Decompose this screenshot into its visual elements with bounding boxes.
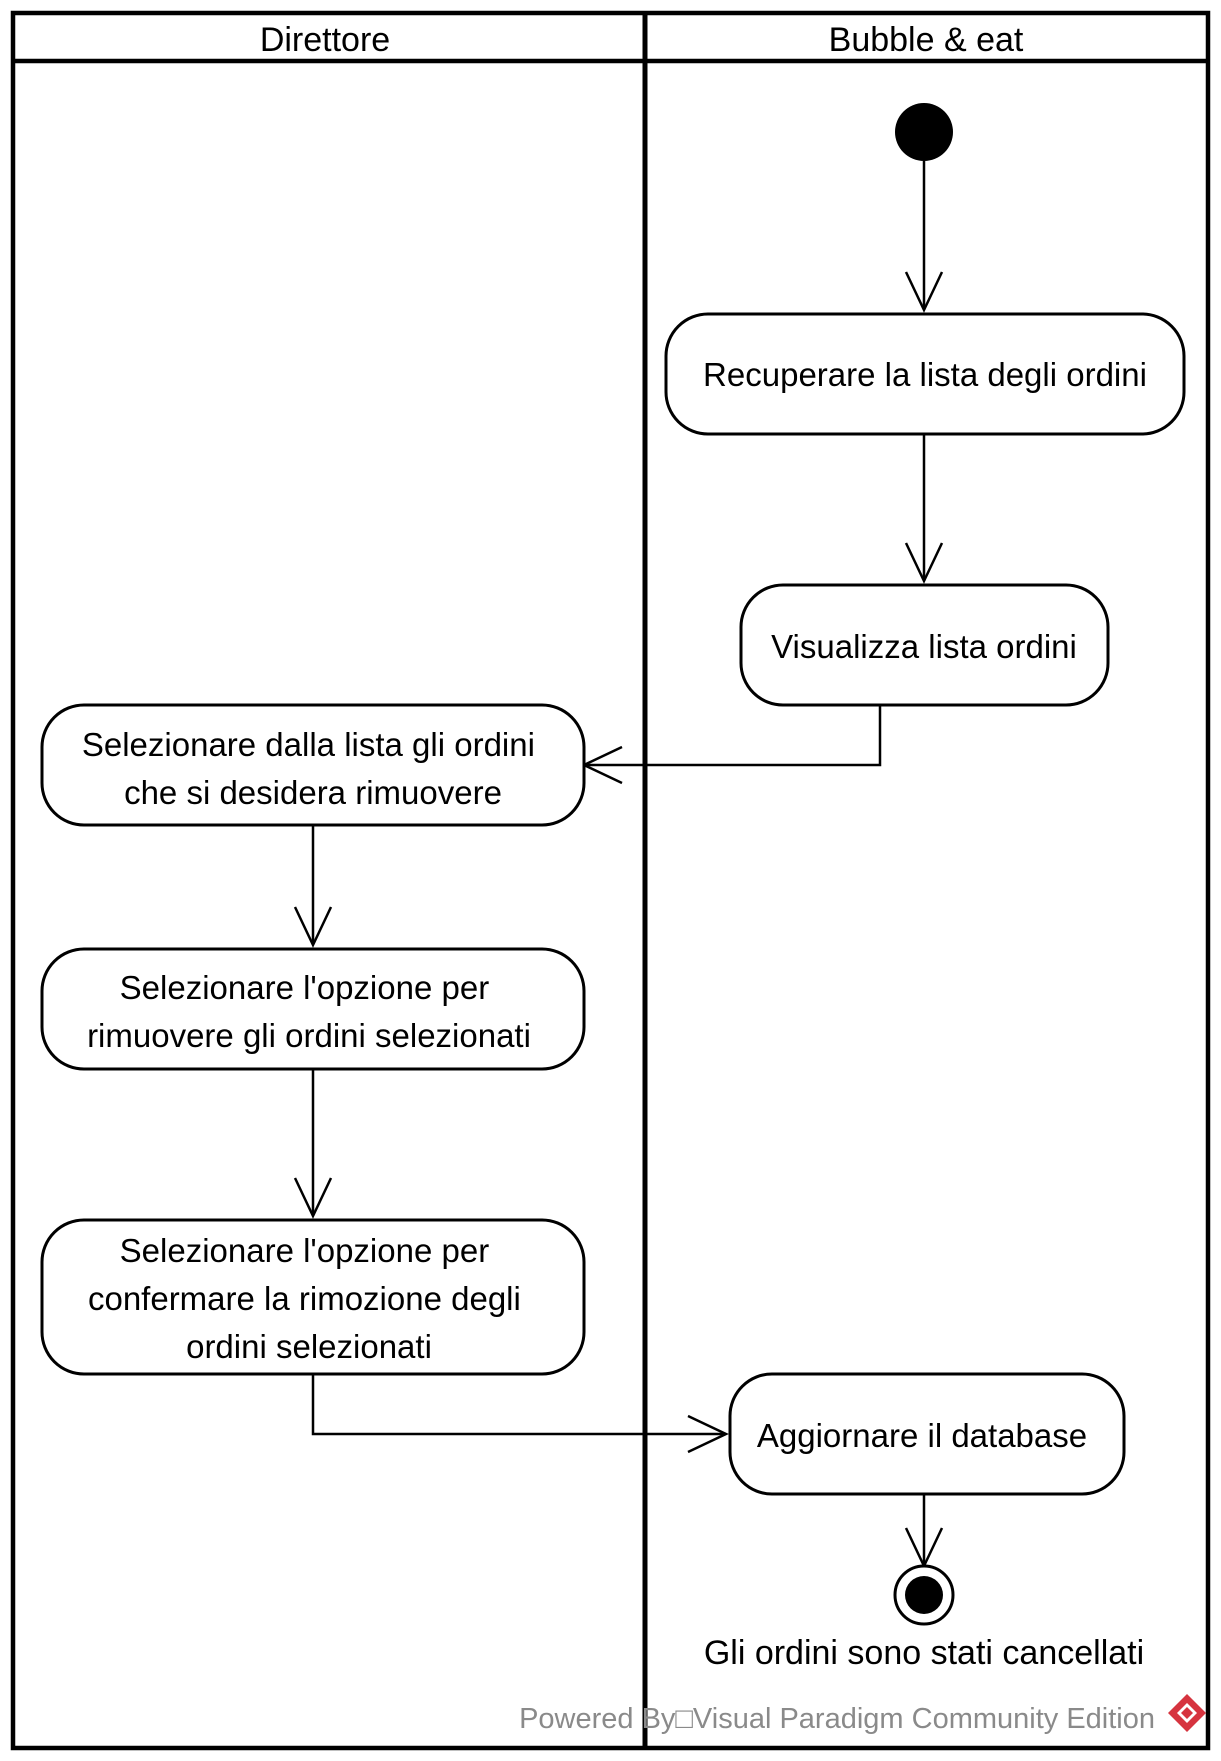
action-visualizza-lista: Visualizza lista ordini [739, 583, 1110, 707]
action-label-line-1: Selezionare dalla lista gli ordini [82, 726, 535, 763]
final-node-label: Gli ordini sono stati cancellati [704, 1634, 1144, 1672]
flow-opzione-confermare-to-aggiornare [311, 1374, 729, 1454]
svg-text:Selezionare dalla lista gli or: Selezionare dalla lista gli ordini che s… [82, 726, 544, 811]
action-label-line-1: Selezionare l'opzione per [120, 1232, 490, 1269]
action-label-line-2: che si desidera rimuovere [124, 774, 502, 811]
flow-aggiornare-to-final [904, 1494, 944, 1569]
swimlane-title-direttore: Direttore [260, 21, 390, 59]
action-selezionare-lista-ordini: Selezionare dalla lista gli ordini che s… [40, 703, 586, 827]
flow-visualizza-to-selezionare-lista [581, 705, 882, 785]
action-label-line-3: ordini selezionati [186, 1328, 432, 1365]
watermark-text: Powered By□Visual Paradigm Community Edi… [519, 1703, 1155, 1735]
svg-text:Selezionare l'opzione per: Selezionare l'opzione per confermare la … [88, 1232, 530, 1365]
action-label-line-2: rimuovere gli ordini selezionati [87, 1017, 531, 1054]
final-node [893, 1564, 955, 1626]
action-label-line-1: Selezionare l'opzione per [120, 969, 490, 1006]
flow-opzione-rimuovere-to-opzione-confermare [293, 1069, 333, 1219]
flow-selezionare-lista-to-opzione-rimuovere [293, 825, 333, 948]
swimlane-title-bubble-eat: Bubble & eat [829, 21, 1024, 59]
visual-paradigm-logo-icon [1168, 1694, 1206, 1732]
swimlane-frame [10, 10, 1211, 1751]
action-label: Recuperare la lista degli ordini [703, 356, 1147, 393]
flow-recuperare-to-visualizza [904, 434, 944, 584]
action-label: Visualizza lista ordini [771, 628, 1077, 665]
svg-text:Selezionare l'opzione per: Selezionare l'opzione per rimuovere gli … [87, 969, 531, 1054]
action-label-line-2: confermare la rimozione degli [88, 1280, 521, 1317]
svg-text:Visualizza lista ordini: Visualizza lista ordini [771, 628, 1077, 665]
action-opzione-rimuovere: Selezionare l'opzione per rimuovere gli … [40, 947, 586, 1071]
svg-text:Recuperare la lista degli ordi: Recuperare la lista degli ordini [703, 356, 1147, 393]
action-aggiornare-database: Aggiornare il database [728, 1372, 1126, 1496]
flow-initial-to-recuperare [904, 161, 944, 313]
svg-text:Aggiornare il database: Aggiornare il database [757, 1417, 1087, 1454]
action-recuperare-lista: Recuperare la lista degli ordini [664, 312, 1186, 436]
initial-node [895, 103, 953, 161]
action-label: Aggiornare il database [757, 1417, 1087, 1454]
action-opzione-confermare: Selezionare l'opzione per confermare la … [40, 1218, 586, 1376]
